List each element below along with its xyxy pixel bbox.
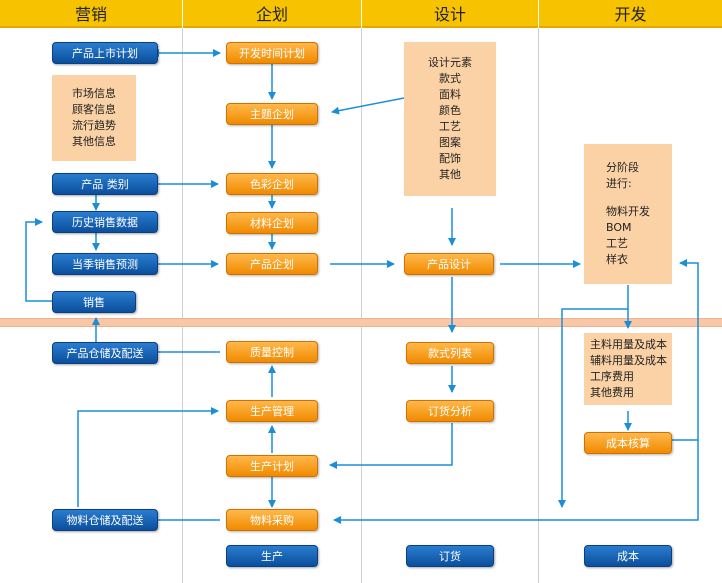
cost-node: 成本 — [584, 545, 672, 567]
header-planning: 企划 — [183, 0, 361, 28]
design-element-line: 面料 — [439, 88, 461, 101]
header-development: 开发 — [539, 0, 722, 28]
cost-items-box: 主料用量及成本 辅料用量及成本 工序费用 其他费用 — [584, 333, 672, 405]
material-purchase-node: 物料采购 — [226, 509, 318, 531]
design-element-line: 款式 — [439, 72, 461, 85]
color-plan-node: 色彩企划 — [226, 173, 318, 195]
season-forecast-node: 当季销售预测 — [52, 253, 158, 275]
cost-item-line: 主料用量及成本 — [590, 338, 667, 351]
cost-item-line: 辅料用量及成本 — [590, 354, 667, 367]
design-element-line: 设计元素 — [428, 56, 472, 69]
header-design: 设计 — [362, 0, 538, 28]
quality-control-node: 质量控制 — [226, 341, 318, 363]
production-node: 生产 — [226, 545, 318, 567]
product-design-node: 产品设计 — [404, 253, 494, 275]
design-element-line: 其他 — [439, 168, 461, 181]
market-info-box: 市场信息 顾客信息 流行趋势 其他信息 — [52, 75, 136, 161]
stage-line: BOM — [606, 221, 632, 234]
market-info-line: 顾客信息 — [72, 103, 116, 116]
category-node: 产品 类别 — [52, 173, 158, 195]
stage-line: 分阶段 — [606, 161, 639, 174]
sales-node: 销售 — [52, 291, 136, 313]
product-plan-node: 产品企划 — [226, 253, 318, 275]
material-storage-node: 物料仓储及配送 — [52, 509, 158, 531]
production-plan-node: 生产计划 — [226, 455, 318, 477]
stage-line: 进行: — [606, 177, 632, 190]
order-analysis-node: 订货分析 — [406, 400, 494, 422]
ordering-node: 订货 — [406, 545, 494, 567]
stage-line: 物料开发 — [606, 205, 650, 218]
cost-accounting-node: 成本核算 — [584, 432, 672, 454]
market-info-line: 市场信息 — [72, 87, 116, 100]
stage-line: 工艺 — [606, 237, 628, 250]
market-info-line: 流行趋势 — [72, 119, 116, 132]
market-info-line: 其他信息 — [72, 135, 116, 148]
divider-2 — [361, 28, 362, 583]
divider-1 — [182, 28, 183, 583]
material-plan-node: 材料企划 — [226, 212, 318, 234]
launch-plan-node: 产品上市计划 — [52, 42, 158, 64]
cost-item-line: 工序费用 — [590, 370, 634, 383]
dev-schedule-node: 开发时间计划 — [226, 42, 318, 64]
stage-line: 样衣 — [606, 253, 628, 266]
divider-3 — [538, 28, 539, 583]
design-elements-box: 设计元素 款式 面料 颜色 工艺 图案 配饰 其他 — [404, 42, 496, 196]
production-mgmt-node: 生产管理 — [226, 400, 318, 422]
history-sales-node: 历史销售数据 — [52, 211, 158, 233]
stage-divider-band — [0, 318, 722, 327]
stages-box: 分阶段 进行: 物料开发 BOM 工艺 样衣 — [584, 144, 672, 284]
style-list-node: 款式列表 — [406, 342, 494, 364]
design-element-line: 颜色 — [439, 104, 461, 117]
product-storage-node: 产品仓储及配送 — [52, 342, 158, 364]
design-element-line: 配饰 — [439, 152, 461, 165]
design-element-line: 图案 — [439, 136, 461, 149]
header-marketing: 营销 — [0, 0, 182, 28]
cost-item-line: 其他费用 — [590, 386, 634, 399]
design-element-line: 工艺 — [439, 120, 461, 133]
theme-plan-node: 主题企划 — [226, 103, 318, 125]
